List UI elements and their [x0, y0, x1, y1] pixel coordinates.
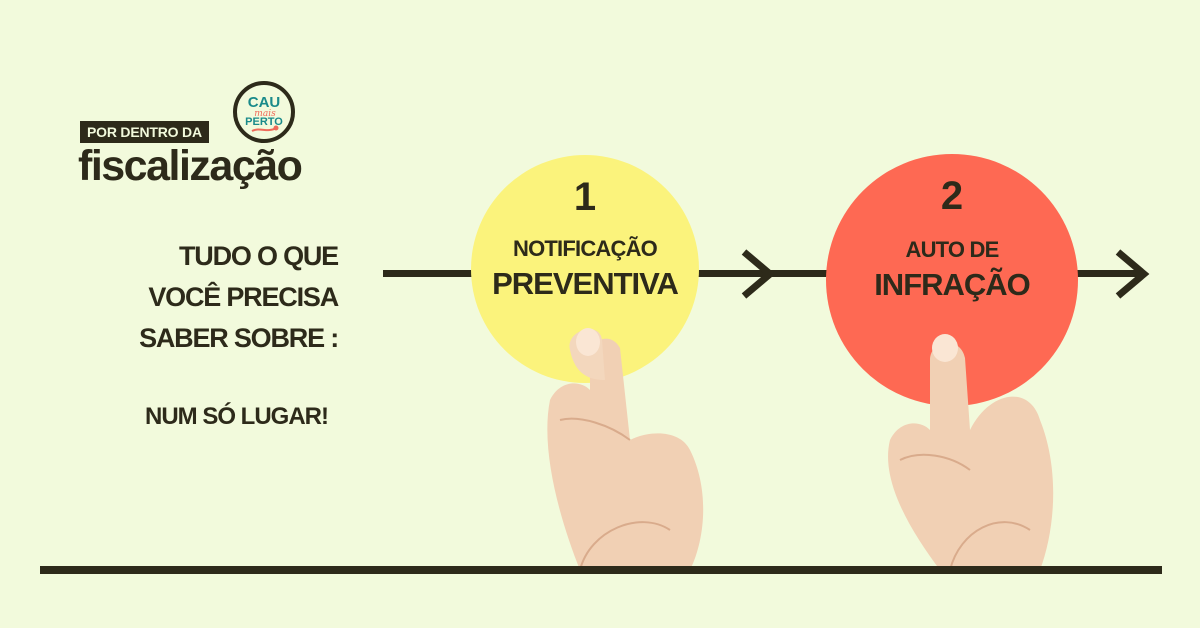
logo-text-mais: mais: [254, 109, 276, 119]
step-2-label-big: INFRAÇÃO: [874, 267, 1031, 302]
timeline-segment-end: [1076, 270, 1142, 277]
arrow-right-icon: [741, 249, 776, 299]
cau-mais-perto-logo: CAU mais PERTO: [232, 80, 296, 144]
intro-line-1: TUDO O QUE: [178, 241, 339, 271]
intro-line-2: VOCÊ PRECISA: [148, 282, 339, 312]
step-1-number: 1: [573, 175, 597, 219]
timeline-segment-middle: [697, 270, 827, 277]
hand-illustration: [888, 334, 1054, 571]
logo-text-perto: PERTO: [245, 116, 283, 128]
step-2-number: 2: [940, 174, 964, 218]
intro-line-3: SABER SOBRE :: [139, 323, 339, 353]
step-1-label-big: PREVENTIVA: [492, 266, 679, 301]
section-kicker: POR DENTRO DA: [80, 121, 209, 143]
logo-text-cau: CAU: [248, 94, 281, 111]
intro-copy: TUDO O QUE VOCÊ PRECISA SABER SOBRE :: [139, 236, 339, 359]
hand-illustration: [547, 328, 704, 571]
step-2-label-small: AUTO DE: [905, 237, 999, 262]
tagline: NUM SÓ LUGAR!: [145, 403, 329, 430]
timeline-segment-start: [383, 270, 473, 277]
page-title: fiscalização: [78, 142, 303, 190]
logo-badge-icon: CAU mais PERTO: [233, 81, 295, 143]
arrow-right-icon: [1115, 249, 1150, 299]
step-1-label-small: NOTIFICAÇÃO: [513, 236, 658, 261]
bottom-divider: [40, 566, 1162, 574]
